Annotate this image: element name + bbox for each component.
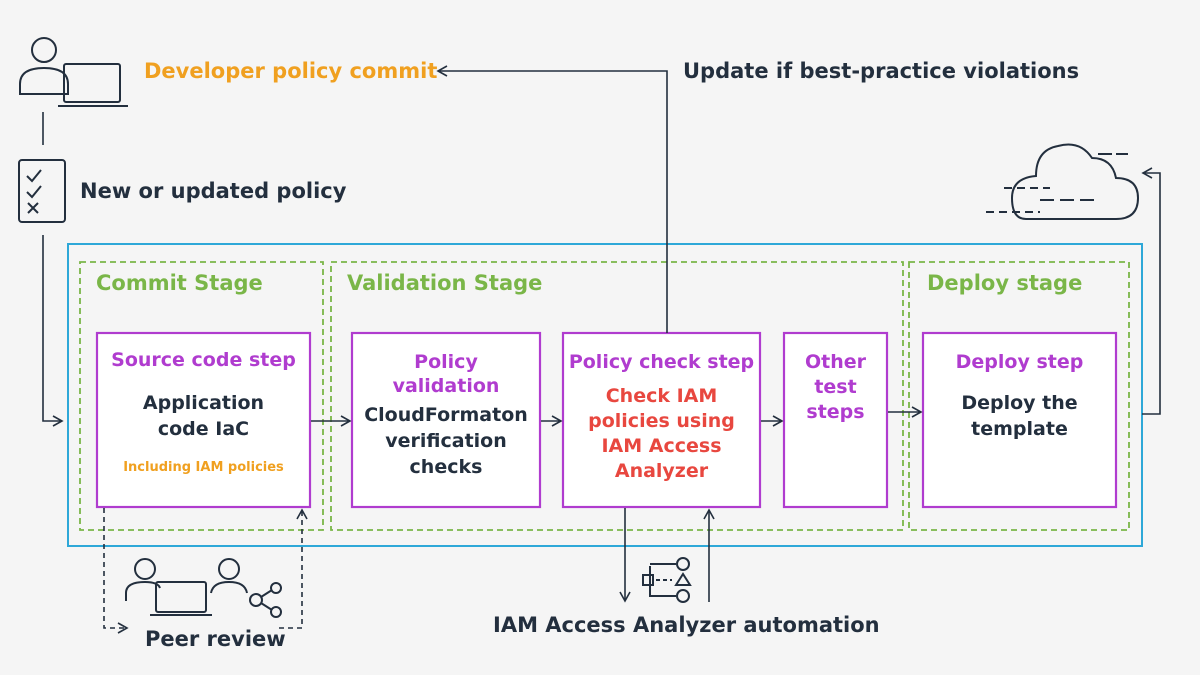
source-step-note: Including IAM policies: [123, 460, 284, 475]
deploy-step: Deploy step Deploy the template: [923, 350, 1116, 442]
source-body-line-1: Application: [142, 392, 265, 414]
arrow-deploy-to-cloud: [1141, 167, 1161, 415]
source-body-line-2: code IaC: [157, 418, 250, 440]
policy-check-body-line-2: policies using: [588, 410, 735, 432]
policy-check-step-box: [561, 331, 762, 509]
peer-review-label: Peer review: [145, 627, 286, 651]
other-test-steps: Other test steps: [784, 350, 887, 425]
access-analyzer-icon: [642, 557, 692, 603]
source-code-step-box: [95, 331, 312, 509]
source-step-body: Application code IaC: [97, 390, 310, 442]
arrow-violations-feedback: [436, 65, 668, 333]
pipeline-frame: [67, 243, 1143, 547]
deploy-stage-label: Deploy stage: [927, 271, 1083, 295]
policy-validation-title-line-2: validation: [392, 375, 500, 397]
policy-validation-body-line-2: verification: [385, 430, 507, 452]
validation-stage-box: [330, 261, 904, 531]
developer-commit-label: Developer policy commit: [144, 59, 438, 83]
source-code-step: Source code step Application code IaC In…: [97, 348, 310, 475]
arrow-from-peer-review: [279, 508, 308, 629]
peer-review-icon: [125, 558, 282, 618]
policy-check-body-line-1: Check IAM: [605, 385, 718, 407]
policy-check-step: Policy check step Check IAM policies usi…: [563, 350, 760, 484]
commit-stage-box: [79, 261, 324, 531]
policy-validation-body-line-3: checks: [409, 456, 483, 478]
policy-validation-title: Policy validation: [352, 350, 540, 398]
checklist-icon: [18, 159, 66, 223]
arrow-to-peer-review: [103, 508, 129, 634]
commit-stage-label: Commit Stage: [96, 271, 263, 295]
deploy-body-line-2: template: [971, 418, 1068, 440]
deploy-stage-box: [908, 261, 1130, 531]
policy-check-title: Policy check step: [568, 351, 755, 373]
deploy-step-body: Deploy the template: [923, 390, 1116, 442]
deploy-step-box: [921, 331, 1118, 509]
policy-validation-body-line-1: CloudFormaton: [364, 404, 528, 426]
other-test-line-2: test: [814, 376, 857, 398]
deploy-step-title: Deploy step: [955, 351, 1084, 373]
source-step-title: Source code step: [111, 349, 296, 371]
other-test-line-3: steps: [806, 401, 865, 423]
developer-laptop-icon: [19, 37, 128, 107]
update-violations-label: Update if best-practice violations: [683, 59, 1080, 83]
policy-check-body: Check IAM policies using IAM Access Anal…: [563, 384, 760, 484]
deploy-body-line-1: Deploy the: [961, 392, 1078, 414]
other-test-line-1: Other: [804, 351, 867, 373]
new-policy-label: New or updated policy: [80, 179, 347, 203]
analyzer-automation-label: IAM Access Analyzer automation: [493, 613, 880, 637]
policy-check-body-line-3: IAM Access: [601, 435, 722, 457]
cloud-icon: [986, 143, 1140, 220]
policy-validation-title-line-1: Policy: [414, 351, 478, 373]
validation-stage-label: Validation Stage: [347, 271, 543, 295]
policy-validation-step: Policy validation CloudFormaton verifica…: [352, 350, 540, 480]
other-test-steps-box: [782, 331, 889, 509]
policy-validation-body: CloudFormaton verification checks: [352, 402, 540, 480]
arrow-policy-to-pipeline: [42, 235, 64, 427]
policy-check-body-line-4: Analyzer: [614, 460, 709, 482]
policy-validation-box: [350, 331, 542, 509]
